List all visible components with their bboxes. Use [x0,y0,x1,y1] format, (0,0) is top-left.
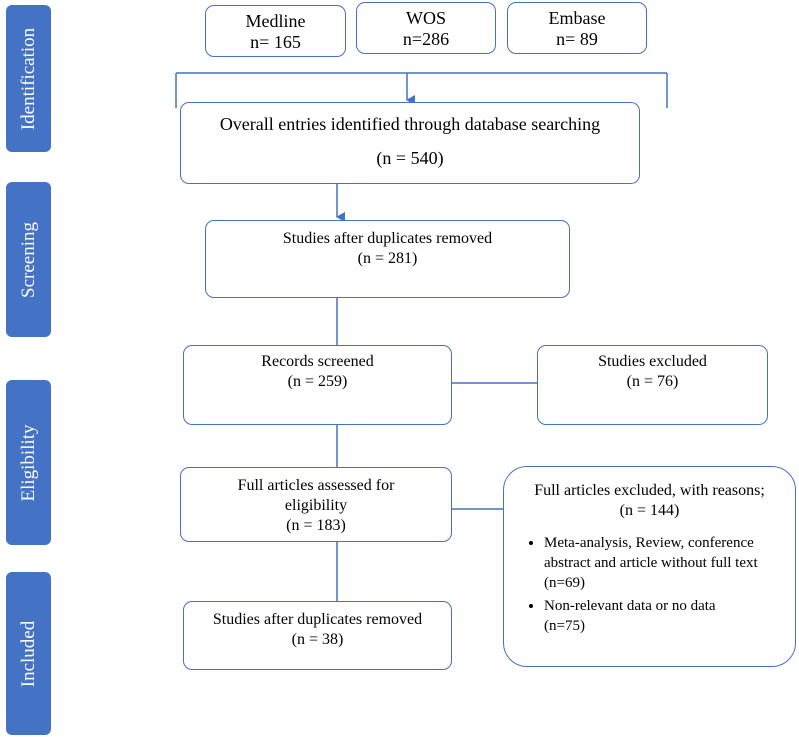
db-count: n=286 [402,29,450,49]
box-count: (n = 183) [286,517,346,534]
db-box-embase: Embase n= 89 [507,2,647,54]
box-text-line2: eligibility [284,497,348,514]
reason-count: (n=75) [544,618,585,634]
reason-count: (n=69) [544,575,585,591]
box-count: (n = 76) [626,373,679,390]
box-count: (n = 259) [287,373,348,390]
box-count: (n = 281) [357,250,418,267]
box-text: Overall entries identified through datab… [219,114,601,134]
stage-eligibility: Eligibility [6,380,51,545]
studies-excluded-box: Studies excluded (n = 76) [537,345,768,425]
box-text: Studies after duplicates removed [282,230,493,247]
box-text: Studies excluded [598,353,707,370]
db-name: Embase [548,8,606,28]
dedup-box: Studies after duplicates removed (n = 28… [205,220,570,298]
box-text: Full articles excluded, with reasons; [534,482,765,499]
db-count: n= 165 [250,32,301,52]
db-box-wos: WOS n=286 [356,2,496,54]
db-box-medline: Medline n= 165 [205,5,346,57]
exclusion-reason: Non-relevant data or no data (n=75) [544,596,783,636]
included-studies-box: Studies after duplicates removed (n = 38… [183,601,452,670]
stage-included: Included [6,572,51,735]
full-articles-excluded-box: Full articles excluded, with reasons; (n… [503,466,796,667]
reason-line: Meta-analysis, Review, conference [544,535,754,551]
db-name: WOS [406,8,446,28]
box-count: (n = 144) [619,502,680,519]
reason-line: Non-relevant data or no data [544,598,716,614]
exclusion-reason: Meta-analysis, Review, conference abstra… [544,533,783,593]
box-text: Full articles assessed for [237,477,395,494]
reason-line: abstract and article without full text [544,555,758,571]
stage-identification: Identification [6,5,51,152]
box-text: Studies after duplicates removed [212,611,423,628]
box-text: Records screened [261,353,374,370]
box-count: (n = 540) [376,148,444,168]
box-count: (n = 38) [291,631,344,648]
records-screened-box: Records screened (n = 259) [183,345,452,425]
db-name: Medline [245,11,306,31]
exclusion-reasons-list: Meta-analysis, Review, conference abstra… [516,533,783,636]
db-count: n= 89 [556,29,598,49]
overall-entries-box: Overall entries identified through datab… [180,102,640,184]
full-articles-assessed-box: Full articles assessed for eligibility (… [180,467,452,542]
stage-screening: Screening [6,182,51,337]
